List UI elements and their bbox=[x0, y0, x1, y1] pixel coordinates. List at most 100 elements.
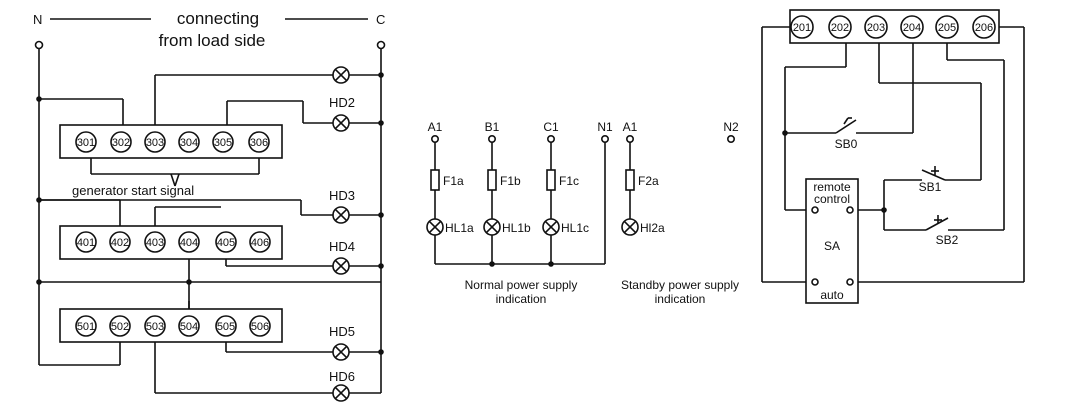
label-from-load-side: from load side bbox=[159, 31, 266, 50]
terminal-306 bbox=[248, 131, 270, 153]
terminal-402-label: 402 bbox=[111, 237, 129, 249]
terminal-row-500: 501 502 503 504 505 506 bbox=[75, 315, 271, 337]
terminal-405 bbox=[215, 231, 237, 253]
lamp-hl1b-icon bbox=[483, 218, 501, 236]
terminal-506 bbox=[249, 315, 271, 337]
terminal-501 bbox=[75, 315, 97, 337]
terminal-205-label: 205 bbox=[938, 22, 956, 34]
label-normal-1: Normal power supply bbox=[465, 278, 578, 292]
terminal-503-label: 503 bbox=[146, 321, 164, 333]
terminal-404-label: 404 bbox=[180, 237, 198, 249]
label-hl1a: HL1a bbox=[445, 221, 474, 235]
fuse-f2a bbox=[625, 169, 635, 191]
label-hd5: HD5 bbox=[329, 324, 355, 339]
lamp-hl1c-icon bbox=[542, 218, 560, 236]
fuse-f1a bbox=[430, 169, 440, 191]
terminal-strip-400 bbox=[59, 225, 283, 260]
terminal-305-label: 305 bbox=[214, 137, 232, 149]
lamp-hd5-icon bbox=[332, 343, 350, 361]
terminal-204 bbox=[900, 15, 924, 39]
label-remote: remote bbox=[813, 180, 851, 194]
terminal-strip-200 bbox=[789, 9, 1000, 44]
label-hd3: HD3 bbox=[329, 188, 355, 203]
terminal-406 bbox=[249, 231, 271, 253]
lamp-hd3-icon bbox=[332, 206, 350, 224]
terminal-201 bbox=[790, 15, 814, 39]
terminal-302-label: 302 bbox=[112, 137, 130, 149]
label-hd2: HD2 bbox=[329, 95, 355, 110]
lamp-top-icon bbox=[332, 66, 350, 84]
terminal-504 bbox=[178, 315, 200, 337]
label-control: control bbox=[814, 192, 850, 206]
label-hl1b: HL1b bbox=[502, 221, 531, 235]
terminal-403-label: 403 bbox=[146, 237, 164, 249]
terminal-202 bbox=[828, 15, 852, 39]
label-generator-start: generator start signal bbox=[72, 183, 194, 198]
terminal-301-label: 301 bbox=[77, 137, 95, 149]
label-sb0: SB0 bbox=[835, 137, 858, 151]
label-hd4: HD4 bbox=[329, 239, 355, 254]
terminal-205 bbox=[935, 15, 959, 39]
label-standby-2: indication bbox=[655, 292, 706, 306]
terminal-301 bbox=[75, 131, 97, 153]
terminal-203 bbox=[864, 15, 888, 39]
terminal-304-label: 304 bbox=[180, 137, 198, 149]
label-normal-2: indication bbox=[496, 292, 547, 306]
terminal-502-label: 502 bbox=[111, 321, 129, 333]
terminal-401 bbox=[75, 231, 97, 253]
indication-panel: A1 B1 C1 N1 A1 N2 F1a F1b F1c F2a bbox=[426, 120, 739, 306]
terminal-505 bbox=[215, 315, 237, 337]
terminal-403 bbox=[144, 231, 166, 253]
terminal-block-panel: N C connecting from load side HD2 bbox=[33, 9, 386, 402]
label-f1c: F1c bbox=[559, 174, 579, 188]
lamp-hd2-icon bbox=[332, 114, 350, 132]
label-f1b: F1b bbox=[500, 174, 521, 188]
label-standby-1: Standby power supply bbox=[621, 278, 739, 292]
terminal-306-label: 306 bbox=[250, 137, 268, 149]
terminal-302 bbox=[110, 131, 132, 153]
terminal-203-label: 203 bbox=[867, 22, 885, 34]
terminal-strip-500 bbox=[59, 308, 283, 343]
fuse-f1b bbox=[487, 169, 497, 191]
terminal-201-label: 201 bbox=[793, 22, 811, 34]
label-c-left: C bbox=[376, 12, 385, 27]
label-f1a: F1a bbox=[443, 174, 464, 188]
terminal-c-left bbox=[376, 40, 386, 50]
label-hl1c: HL1c bbox=[561, 221, 589, 235]
label-auto: auto bbox=[820, 288, 844, 302]
terminal-strip-300 bbox=[59, 124, 283, 159]
label-hl2a: Hl2a bbox=[640, 221, 665, 235]
label-n1: N1 bbox=[597, 120, 613, 134]
terminal-505-label: 505 bbox=[217, 321, 235, 333]
label-a1-standby: A1 bbox=[623, 120, 638, 134]
lamp-hd4-icon bbox=[332, 257, 350, 275]
lamp-hl2a-icon bbox=[621, 218, 639, 236]
label-hd6: HD6 bbox=[329, 369, 355, 384]
terminal-402 bbox=[109, 231, 131, 253]
terminal-206 bbox=[972, 15, 996, 39]
terminal-506-label: 506 bbox=[251, 321, 269, 333]
terminal-304 bbox=[178, 131, 200, 153]
terminal-303-label: 303 bbox=[146, 137, 164, 149]
terminal-row-300: 301 302 303 304 305 306 bbox=[75, 131, 270, 153]
terminal-504-label: 504 bbox=[180, 321, 198, 333]
terminal-206-label: 206 bbox=[975, 22, 993, 34]
terminal-204-label: 204 bbox=[903, 22, 921, 34]
terminal-401-label: 401 bbox=[77, 237, 95, 249]
lamp-hl1a-icon bbox=[426, 218, 444, 236]
label-sb1: SB1 bbox=[919, 180, 942, 194]
label-n2: N2 bbox=[723, 120, 739, 134]
label-connecting: connecting bbox=[177, 9, 259, 28]
label-f2a: F2a bbox=[638, 174, 659, 188]
fuse-f1c bbox=[546, 169, 556, 191]
terminal-501-label: 501 bbox=[77, 321, 95, 333]
terminal-405-label: 405 bbox=[217, 237, 235, 249]
terminal-n-left bbox=[34, 40, 44, 50]
label-a1: A1 bbox=[428, 120, 443, 134]
terminal-305 bbox=[212, 131, 234, 153]
terminal-303 bbox=[144, 131, 166, 153]
label-sb2: SB2 bbox=[936, 233, 959, 247]
terminal-202-label: 202 bbox=[831, 22, 849, 34]
lamp-hd6-icon bbox=[332, 384, 350, 402]
